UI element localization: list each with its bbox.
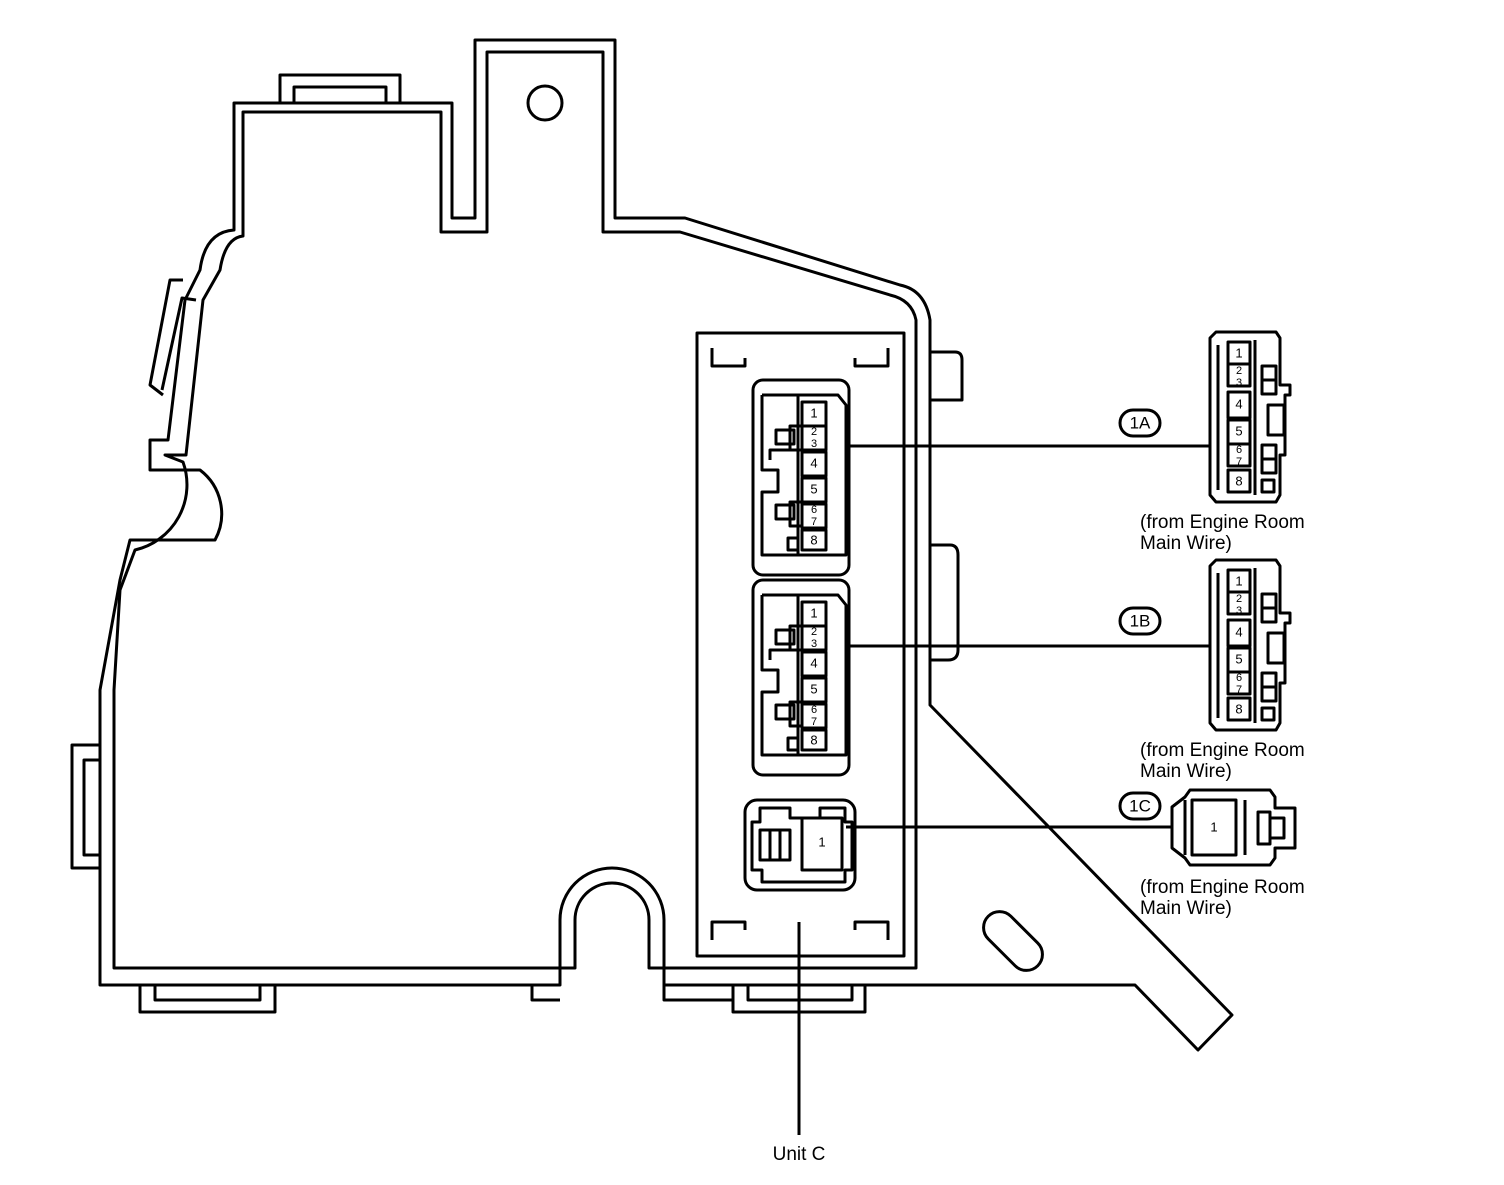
right-tab-lower [930, 543, 960, 662]
pin-label: 4 [810, 655, 817, 670]
mating-connector-1a [1208, 330, 1292, 504]
unit-1a-pin-labels: 1 2 3 4 5 6 7 8 [810, 405, 817, 547]
source-label-1a-line1: (from Engine Room [1140, 512, 1305, 533]
pin-label: 5 [810, 681, 817, 696]
top-latch [278, 73, 402, 103]
unit-connector-1a [751, 378, 851, 577]
unit-c-label: Unit C [773, 1144, 826, 1165]
pin-label: 1 [810, 405, 817, 420]
pin-label: 7 [1236, 684, 1242, 696]
source-label-1a-line2: Main Wire) [1140, 533, 1232, 554]
unit-connector-1c [743, 798, 857, 892]
pin-label: 4 [1235, 624, 1242, 639]
pin-label: 6 [811, 704, 817, 716]
pin-label: 1 [1235, 573, 1242, 588]
slotted-hole [982, 910, 1044, 972]
source-label-1c-line2: Main Wire) [1140, 898, 1232, 919]
pin-label: 5 [810, 481, 817, 496]
mating-1a-pin-labels: 1 2 3 4 5 6 7 8 [1235, 345, 1242, 488]
housing-outer-outline [98, 38, 1234, 1052]
pin-label: 3 [811, 438, 817, 450]
pin-label: 4 [810, 455, 817, 470]
pin-label: 2 [1236, 365, 1242, 377]
housing-inner-outline [112, 50, 918, 970]
pin-label: 1 [810, 605, 817, 620]
source-label-1c-line1: (from Engine Room [1140, 877, 1305, 898]
left-latch-upper [148, 278, 197, 397]
pin-label: 2 [1236, 593, 1242, 605]
pin-label: 2 [811, 426, 817, 438]
pin-label: 8 [810, 532, 817, 547]
pin-label: 1 [1235, 345, 1242, 360]
pin-label: 3 [1236, 605, 1242, 617]
pin-label: 4 [1235, 396, 1242, 411]
connector-badge-1c: 1C [1129, 796, 1151, 815]
pin-label: 8 [810, 732, 817, 747]
connector-badge-1a: 1A [1130, 413, 1151, 432]
right-tab-upper [930, 350, 964, 402]
bottom-latch-right [662, 985, 867, 1014]
pin-label: 7 [811, 516, 817, 528]
pin-label: 3 [1236, 377, 1242, 389]
pin-label: 8 [1235, 473, 1242, 488]
pin-label: 7 [1236, 456, 1242, 468]
pin-label: 2 [811, 626, 817, 638]
pin-label: 8 [1235, 701, 1242, 716]
unit-1b-pin-labels: 1 2 3 4 5 6 7 8 [810, 605, 817, 747]
pin-label: 6 [1236, 672, 1242, 684]
mating-1c-pin-label: 1 [1210, 819, 1217, 834]
mounting-hole [526, 84, 564, 122]
source-label-1b-line1: (from Engine Room [1140, 740, 1305, 761]
pin-label: 7 [811, 716, 817, 728]
bottom-latch-left [138, 985, 560, 1014]
pin-label: 6 [811, 504, 817, 516]
pin-label: 6 [1236, 444, 1242, 456]
mating-connector-1b [1208, 558, 1292, 732]
badge-1a-oval [1118, 408, 1162, 438]
pin-label: 3 [811, 638, 817, 650]
unit-1c-pin-label: 1 [818, 834, 825, 849]
badge-1b-oval [1118, 606, 1162, 636]
unit-connector-1b [751, 578, 851, 777]
pin-label: 5 [1235, 651, 1242, 666]
connector-badge-1b: 1B [1130, 611, 1151, 630]
badge-1c-oval [1118, 791, 1162, 821]
pin-label: 5 [1235, 423, 1242, 438]
mating-connector-1c [1170, 788, 1297, 867]
mating-1b-pin-labels: 1 2 3 4 5 6 7 8 [1235, 573, 1242, 716]
left-latch-lower [70, 743, 100, 870]
source-label-1b-line2: Main Wire) [1140, 761, 1232, 782]
unit-c-frame-clips [710, 348, 890, 940]
